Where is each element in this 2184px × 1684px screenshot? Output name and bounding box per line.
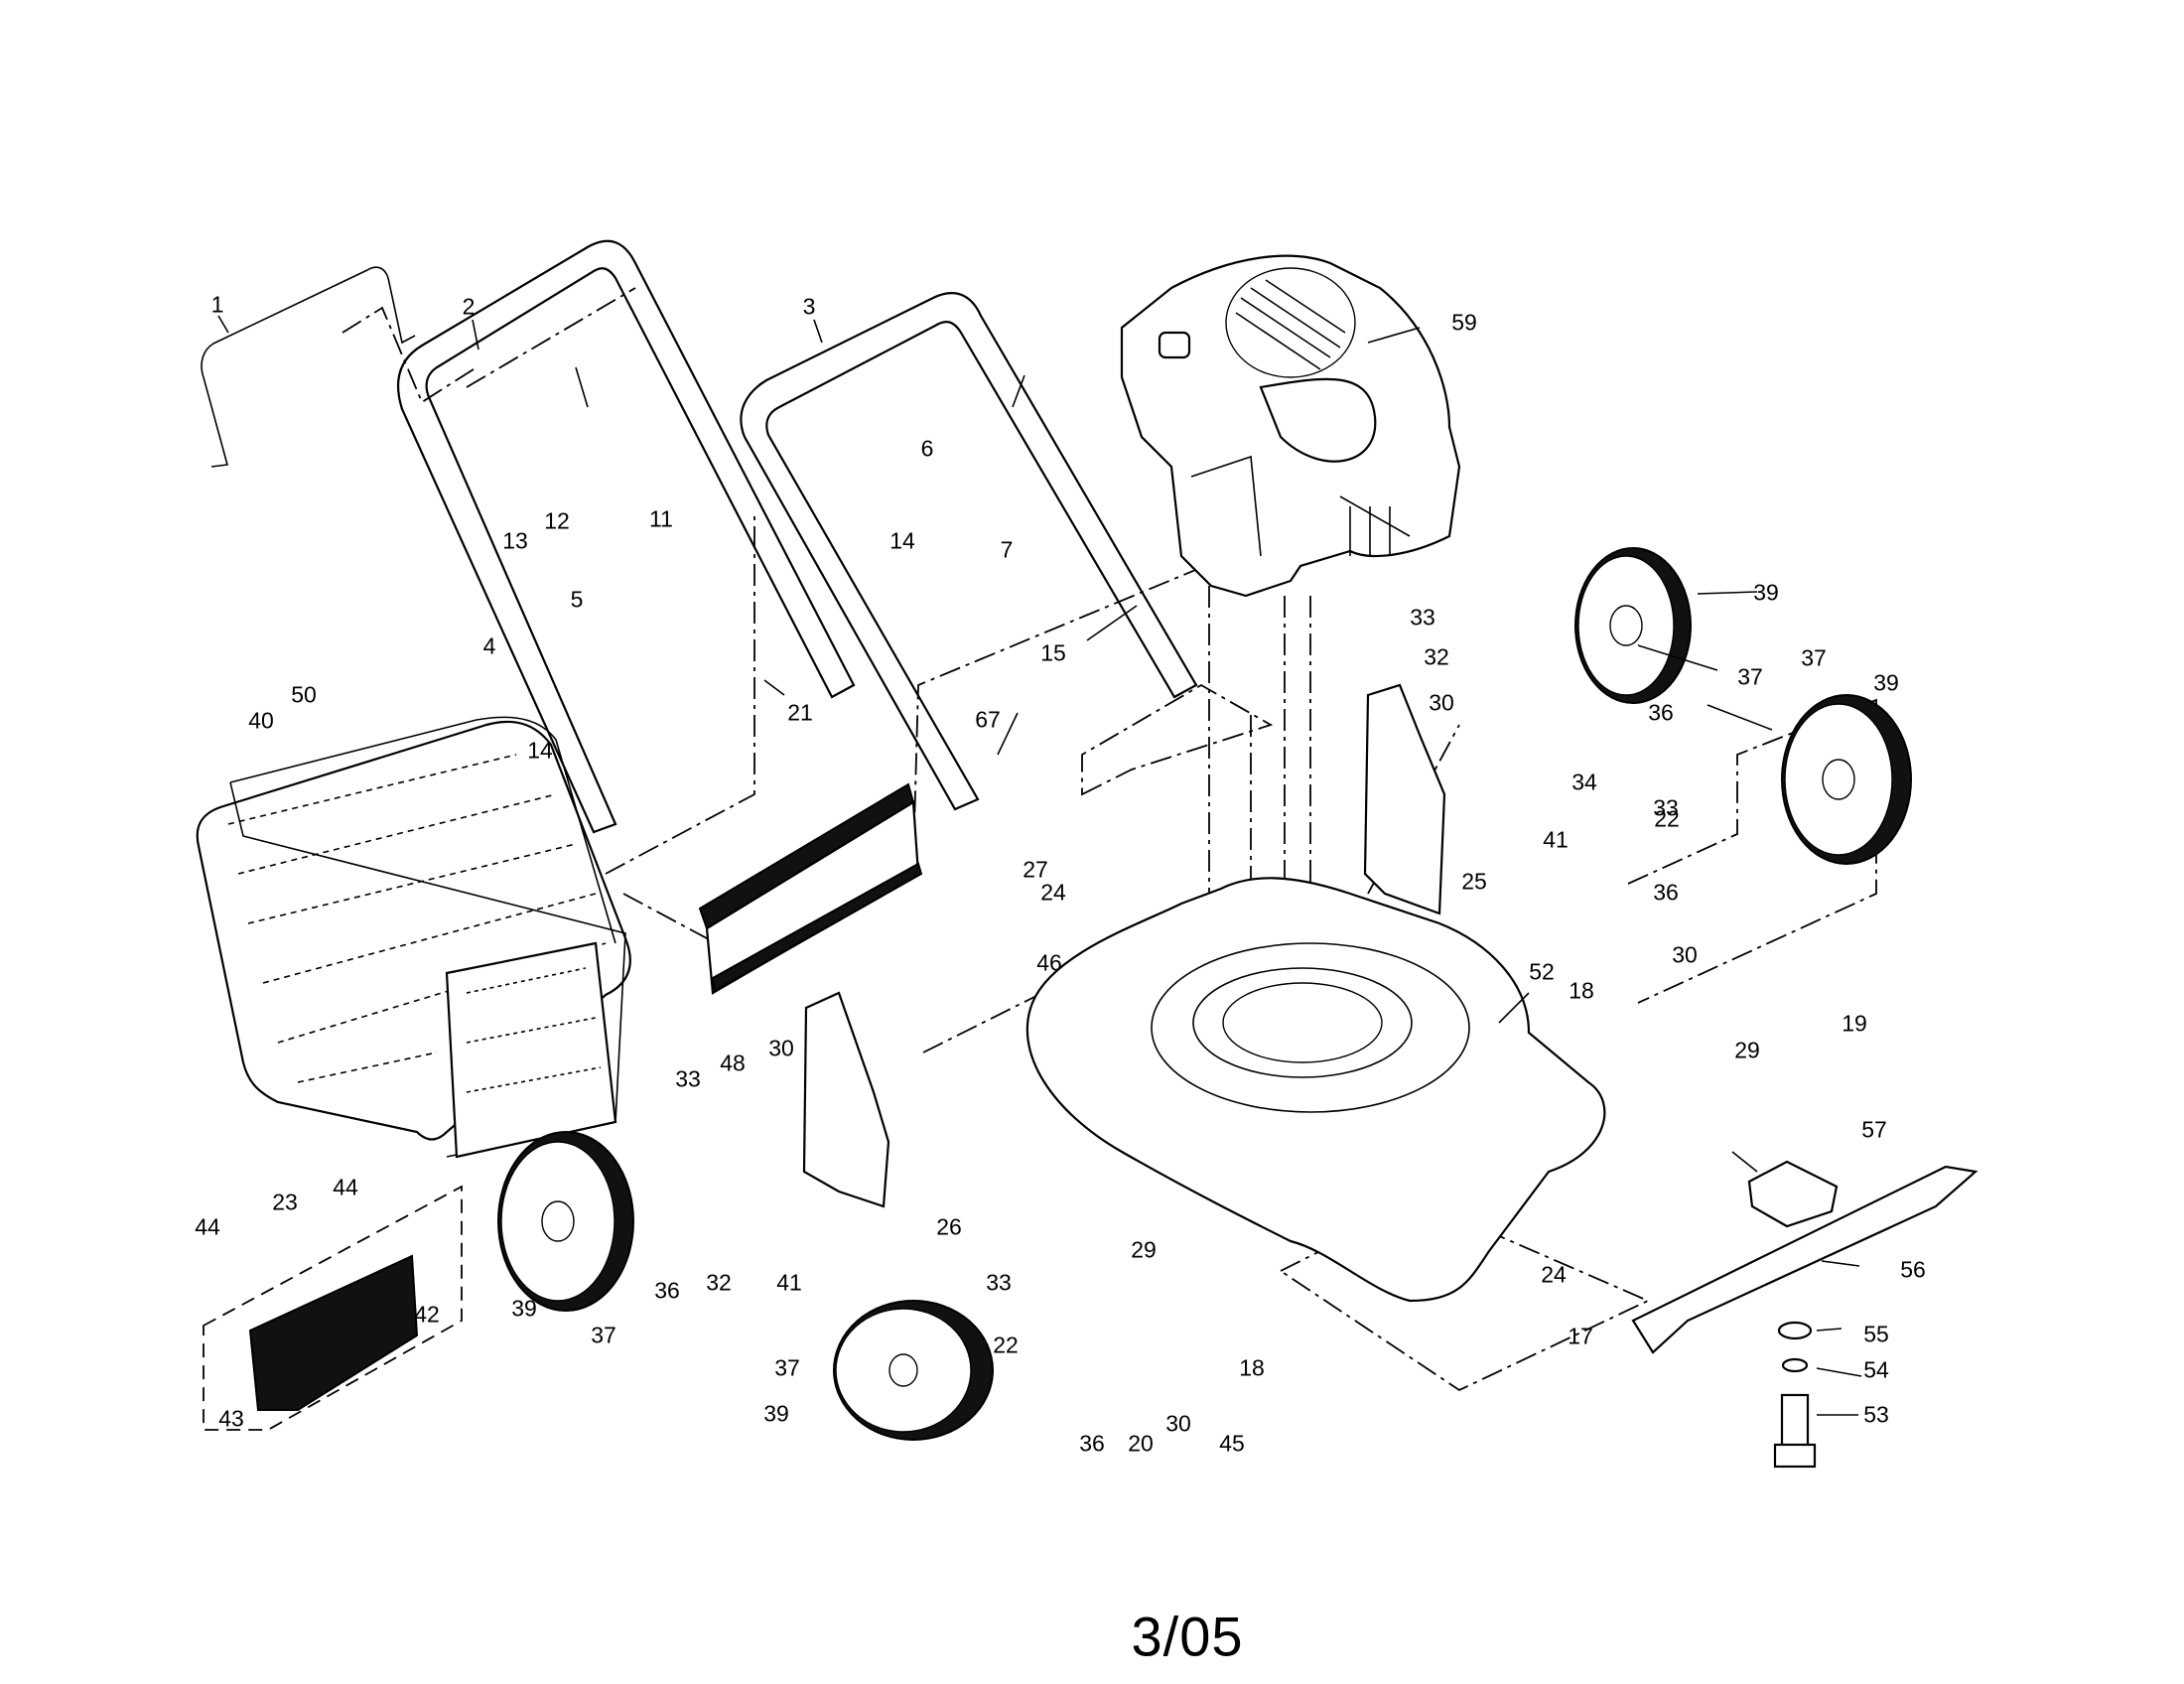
- control-bar-part: [201, 266, 416, 468]
- callout-22a: 22: [1654, 805, 1680, 832]
- callout-24a: 24: [1040, 879, 1066, 906]
- callout-14b: 14: [527, 737, 553, 764]
- callout-44b: 44: [195, 1213, 220, 1240]
- callout-39d: 39: [763, 1400, 789, 1427]
- callout-36b: 36: [1653, 879, 1679, 906]
- callout-41a: 41: [1543, 826, 1569, 853]
- callout-45: 45: [1219, 1430, 1245, 1457]
- callout-17: 17: [1568, 1323, 1593, 1349]
- callout-24b: 24: [1541, 1261, 1567, 1288]
- callout-67: 67: [975, 706, 1001, 733]
- callout-29a: 29: [1734, 1037, 1760, 1063]
- callout-46: 46: [1036, 949, 1062, 976]
- assembly-line: [1081, 683, 1274, 796]
- callout-2: 2: [462, 293, 476, 320]
- blade-part: [1631, 1165, 1979, 1354]
- side-bracket-part: [802, 991, 890, 1208]
- callout-30a: 30: [1429, 689, 1454, 716]
- rear-door-part: [248, 1254, 419, 1411]
- callout-18b: 18: [1239, 1354, 1265, 1381]
- callout-30d: 30: [1165, 1410, 1191, 1437]
- side-bracket-part: [1363, 683, 1446, 915]
- callout-56: 56: [1900, 1256, 1926, 1283]
- callout-40: 40: [248, 707, 274, 734]
- callout-25: 25: [1461, 868, 1487, 895]
- callout-41b: 41: [776, 1269, 802, 1296]
- callout-27: 27: [1023, 856, 1048, 883]
- callout-57: 57: [1861, 1116, 1887, 1143]
- callout-30b: 30: [1672, 941, 1698, 968]
- assembly-line: [1208, 586, 1460, 1092]
- callout-13: 13: [502, 527, 528, 554]
- callout-43: 43: [218, 1405, 244, 1432]
- callout-32a: 32: [1424, 643, 1449, 670]
- callout-22b: 22: [993, 1332, 1019, 1358]
- callout-36d: 36: [1079, 1430, 1105, 1457]
- callout-3: 3: [802, 293, 816, 320]
- callout-1: 1: [210, 291, 224, 318]
- callout-33d: 33: [986, 1269, 1012, 1296]
- callout-54: 54: [1863, 1356, 1889, 1383]
- callout-50: 50: [291, 681, 317, 708]
- upper-handle-part: [397, 239, 856, 834]
- callout-59: 59: [1451, 309, 1477, 336]
- engine-part: [1120, 254, 1461, 598]
- callout-11: 11: [649, 505, 673, 532]
- callout-34: 34: [1571, 769, 1597, 795]
- lower-handle-part: [740, 292, 1198, 811]
- callout-4: 4: [482, 632, 496, 659]
- callout-32b: 32: [706, 1269, 732, 1296]
- grass-catcher-bag-part: [196, 716, 631, 1159]
- callout-37a: 37: [1737, 663, 1763, 690]
- callout-14a: 14: [889, 527, 915, 554]
- callout-6: 6: [920, 435, 934, 462]
- blade-adapter-part: [1747, 1160, 1839, 1228]
- callout-39b: 39: [1873, 669, 1899, 696]
- assembly-line: [203, 1185, 463, 1431]
- callout-44a: 44: [333, 1174, 358, 1200]
- callout-20: 20: [1128, 1430, 1154, 1457]
- callout-33b: 33: [1653, 794, 1679, 821]
- callout-39c: 39: [511, 1295, 537, 1322]
- callout-36a: 36: [1648, 699, 1674, 726]
- rear-flap-part: [698, 782, 923, 995]
- callout-39a: 39: [1753, 579, 1779, 606]
- callout-15: 15: [1040, 639, 1066, 666]
- washer-part: [1781, 1357, 1809, 1373]
- callout-53: 53: [1863, 1401, 1889, 1428]
- callout-30c: 30: [768, 1035, 794, 1061]
- wheel-part: [1781, 694, 1912, 865]
- washer-part: [1777, 1321, 1813, 1340]
- callout-36c: 36: [654, 1277, 680, 1304]
- callout-12: 12: [544, 507, 570, 534]
- callout-5: 5: [570, 586, 584, 613]
- callout-18a: 18: [1569, 977, 1594, 1004]
- callout-52: 52: [1529, 958, 1555, 985]
- callout-37c: 37: [591, 1322, 616, 1348]
- mower-deck-part: [1025, 877, 1606, 1303]
- callout-37d: 37: [774, 1354, 800, 1381]
- wheel-part: [1574, 547, 1692, 704]
- callout-48: 48: [720, 1050, 746, 1076]
- wheel-part: [497, 1131, 634, 1312]
- callout-37b: 37: [1801, 644, 1827, 671]
- callout-33a: 33: [1410, 604, 1435, 631]
- callout-55: 55: [1863, 1321, 1889, 1347]
- blade-bolt-part: [1773, 1443, 1817, 1469]
- callout-26: 26: [936, 1213, 962, 1240]
- callout-33c: 33: [675, 1065, 701, 1092]
- callout-29b: 29: [1131, 1236, 1157, 1263]
- callout-19: 19: [1842, 1010, 1867, 1037]
- revision-code: 3/05: [1131, 1605, 1244, 1668]
- callout-23: 23: [272, 1189, 298, 1215]
- callout-21: 21: [787, 699, 813, 726]
- callout-42: 42: [414, 1301, 440, 1328]
- blade-bolt-part: [1780, 1393, 1810, 1452]
- leader-lines: [217, 315, 1862, 1416]
- wheel-part: [833, 1300, 994, 1441]
- callout-7: 7: [1000, 536, 1014, 563]
